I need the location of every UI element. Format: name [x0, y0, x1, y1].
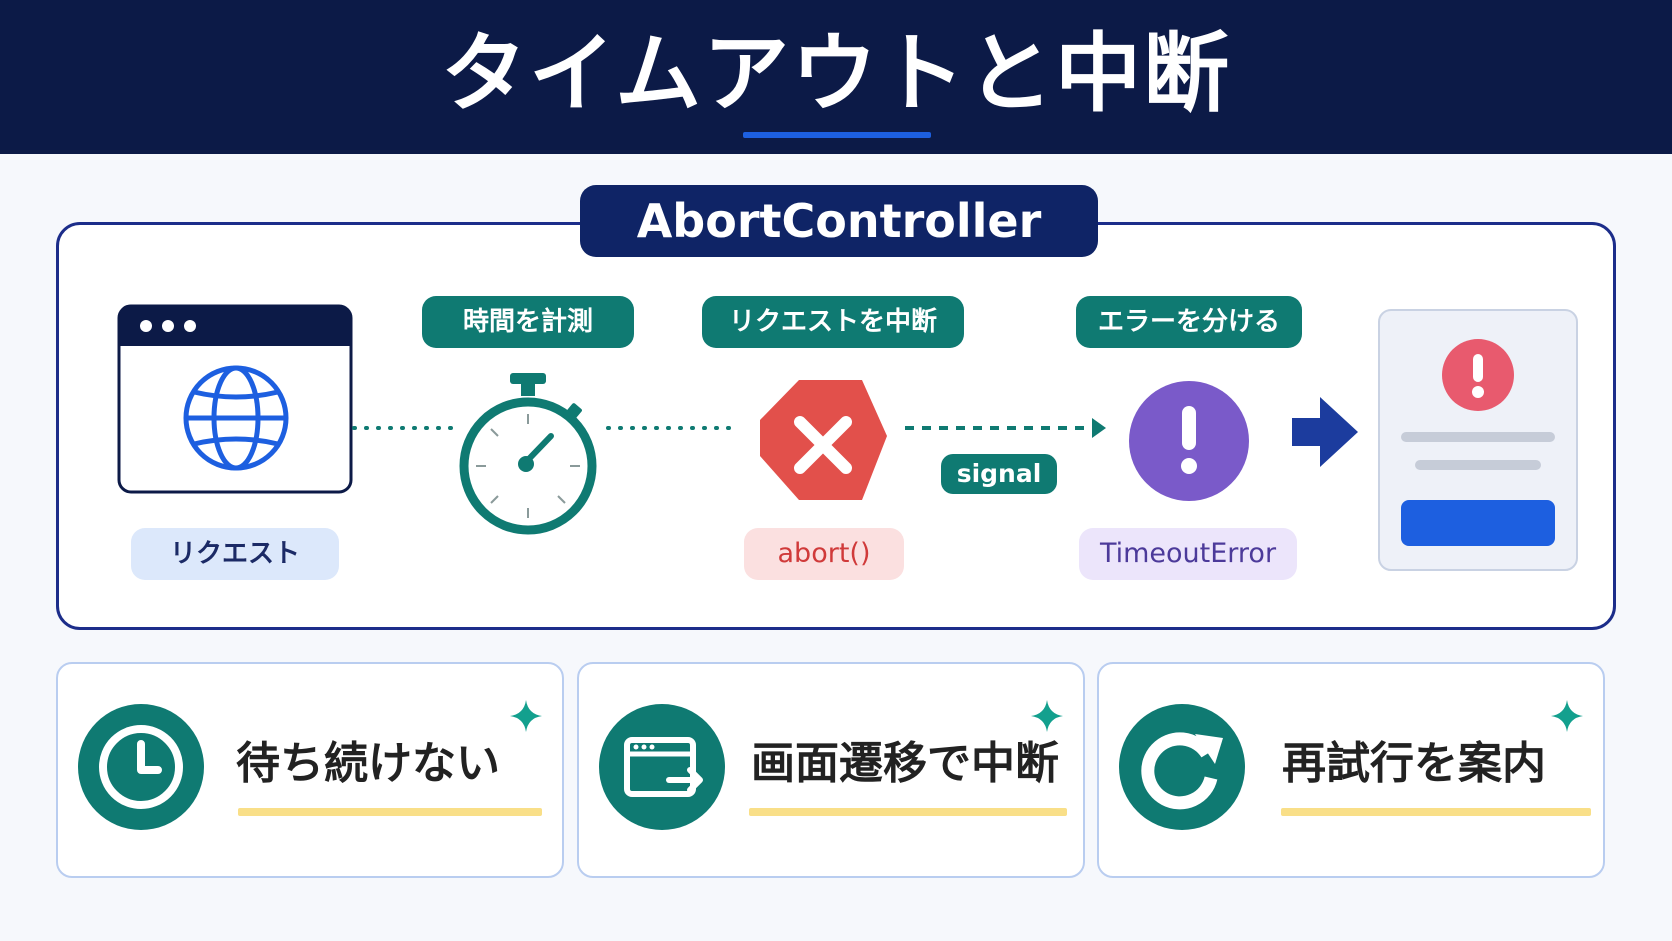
sparkle-icon: [510, 700, 542, 732]
abort-controller-badge: AbortController: [580, 185, 1098, 257]
connector-3-arrowhead: [1092, 418, 1106, 438]
request-label: リクエスト: [131, 528, 339, 580]
abort-call-label: abort(): [744, 528, 904, 580]
header-bar: [0, 0, 1672, 154]
title-underline: [743, 132, 931, 138]
step-label-separate-error: エラーを分ける: [1076, 296, 1302, 348]
error-dialog-icon: [1378, 309, 1578, 571]
page-title: タイムアウトと中断: [440, 24, 1232, 124]
error-exclamation-icon: [1129, 381, 1249, 501]
clock-icon: [78, 704, 204, 830]
arrow-right-icon: [1292, 397, 1358, 467]
timeout-error-label: TimeoutError: [1079, 528, 1297, 580]
card-underline: [238, 808, 542, 816]
card-underline: [749, 808, 1067, 816]
sparkle-icon: [1551, 700, 1583, 732]
card-dont-wait: 待ち続けない: [56, 662, 564, 878]
stopwatch-icon: [459, 373, 597, 535]
card-text: 画面遷移で中断: [751, 738, 1059, 789]
signal-label: signal: [941, 454, 1057, 494]
refresh-icon: [1119, 704, 1245, 830]
card-suggest-retry: 再試行を案内: [1097, 662, 1605, 878]
card-text: 再試行を案内: [1282, 738, 1546, 789]
globe-icon: [183, 365, 289, 471]
card-underline: [1281, 808, 1591, 816]
sparkle-icon: [1031, 700, 1063, 732]
card-abort-on-navigation: 画面遷移で中断: [577, 662, 1085, 878]
card-text: 待ち続けない: [236, 738, 500, 789]
step-label-abort-request: リクエストを中断: [702, 296, 964, 348]
window-exit-icon: [599, 704, 725, 830]
stop-x-icon: [760, 380, 887, 500]
step-label-measure: 時間を計測: [422, 296, 634, 348]
